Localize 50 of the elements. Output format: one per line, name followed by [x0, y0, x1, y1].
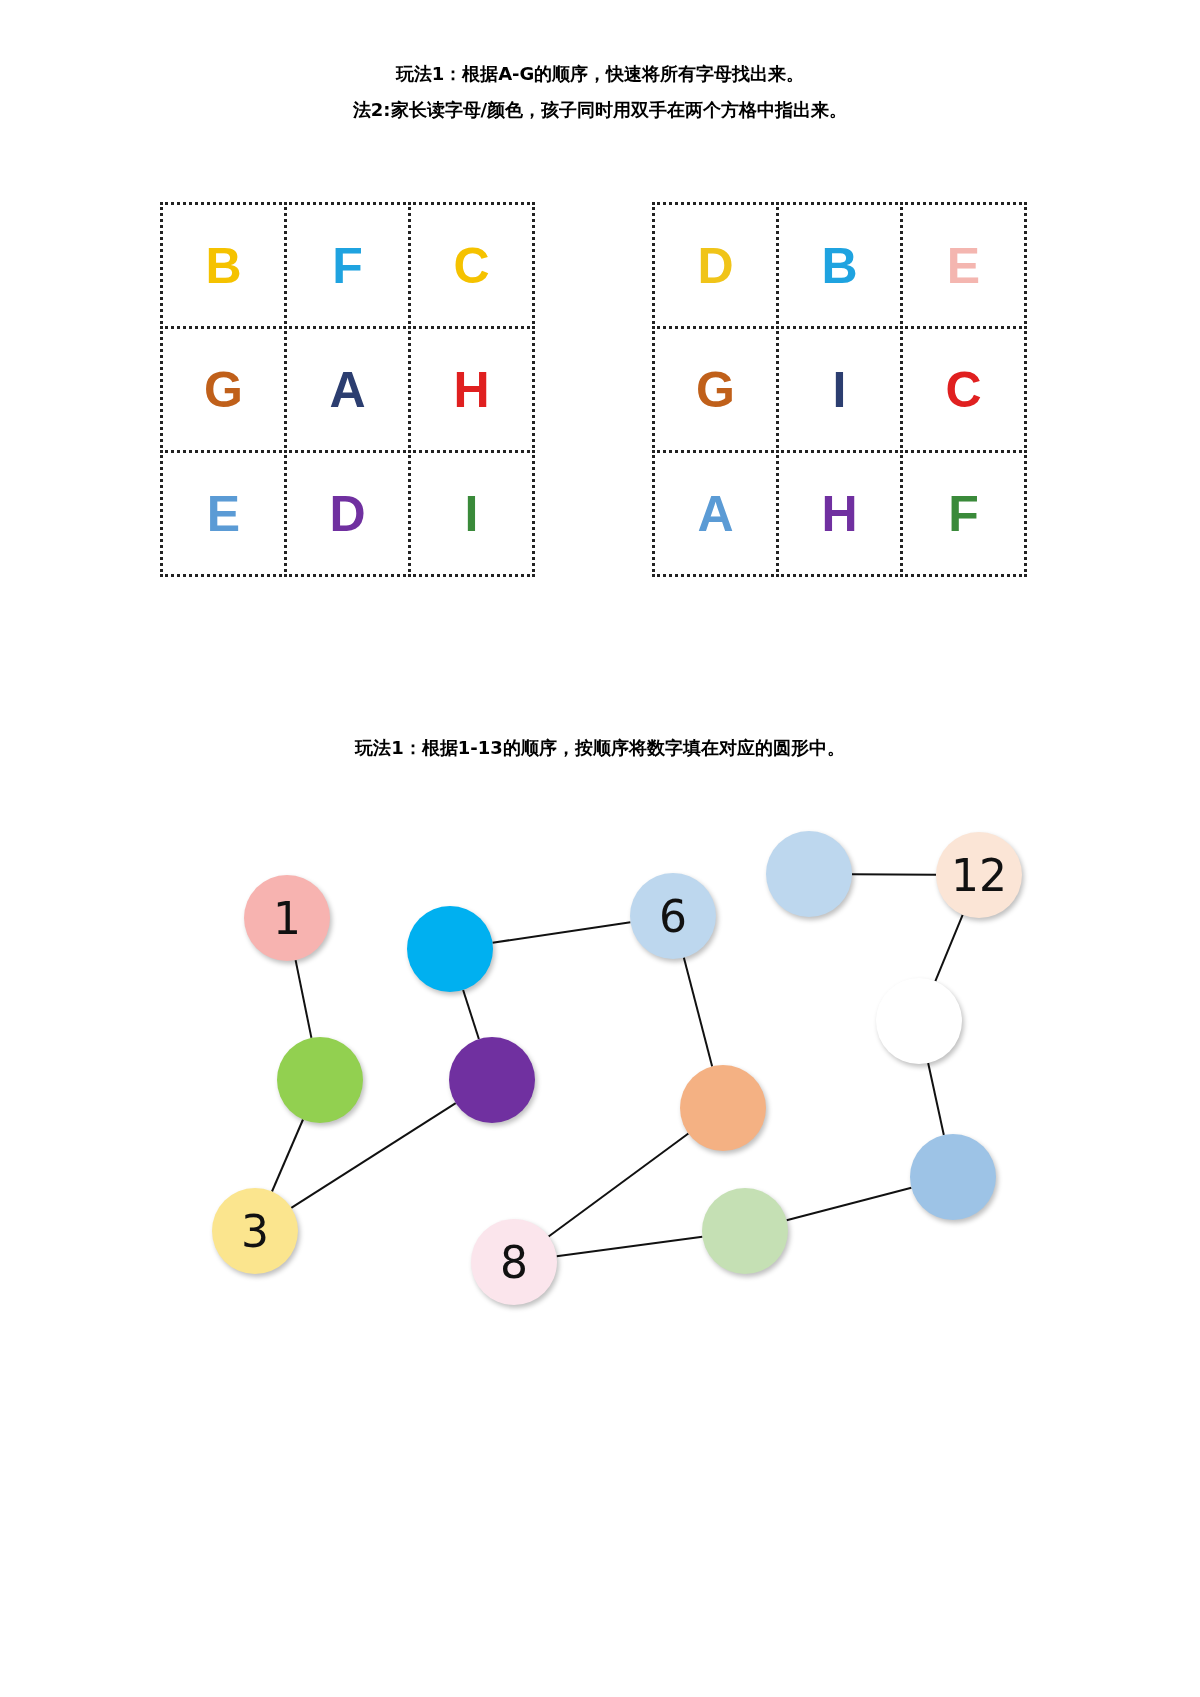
- circle: [630, 873, 716, 959]
- instruction-text: 玩法1：根据A-G的顺序，快速将所有字母找出来。: [395, 62, 805, 86]
- circle: [212, 1188, 298, 1274]
- number: 1: [273, 892, 301, 944]
- connector-line: [294, 959, 313, 1039]
- letter: H: [453, 360, 490, 419]
- letter: G: [204, 360, 243, 419]
- letter: D: [697, 236, 734, 295]
- letter: I: [832, 360, 847, 419]
- letter: B: [205, 236, 242, 295]
- letter: C: [945, 360, 982, 419]
- connector-line: [785, 1186, 913, 1222]
- circle: [702, 1188, 788, 1274]
- number: 8: [500, 1236, 528, 1288]
- letter: E: [946, 236, 981, 295]
- letter: B: [821, 236, 858, 295]
- letter: H: [821, 484, 858, 543]
- connector-line: [851, 873, 937, 876]
- connector-line: [555, 1235, 704, 1258]
- circle: [910, 1134, 996, 1220]
- letter: F: [948, 484, 979, 543]
- circle: [449, 1037, 535, 1123]
- circle: [471, 1219, 557, 1305]
- connector-line: [547, 1132, 690, 1238]
- connector-line: [927, 1062, 945, 1136]
- circle: [277, 1037, 363, 1123]
- instruction-text: 法2:家长读字母/颜色，孩子同时用双手在两个方格中指出来。: [352, 98, 848, 122]
- connector-line: [290, 1102, 457, 1209]
- circle: [680, 1065, 766, 1151]
- letter: A: [697, 484, 734, 543]
- connector-line: [271, 1118, 304, 1193]
- circle: [407, 906, 493, 992]
- letter: G: [696, 360, 735, 419]
- letter: E: [206, 484, 241, 543]
- letter: A: [329, 360, 366, 419]
- number: 6: [659, 890, 687, 942]
- circle: [244, 875, 330, 961]
- number: 12: [951, 849, 1007, 901]
- connector-line: [491, 921, 632, 944]
- instruction-text: 玩法1：根据1-13的顺序，按顺序将数字填在对应的圆形中。: [355, 736, 845, 760]
- connector-line: [934, 913, 964, 983]
- number: 3: [241, 1205, 269, 1257]
- circle: [936, 832, 1022, 918]
- letter: I: [464, 484, 479, 543]
- connector-line: [462, 988, 480, 1041]
- circle: [766, 831, 852, 917]
- letter: C: [453, 236, 490, 295]
- letter: D: [329, 484, 366, 543]
- connector-line: [682, 956, 714, 1068]
- letter: F: [332, 236, 363, 295]
